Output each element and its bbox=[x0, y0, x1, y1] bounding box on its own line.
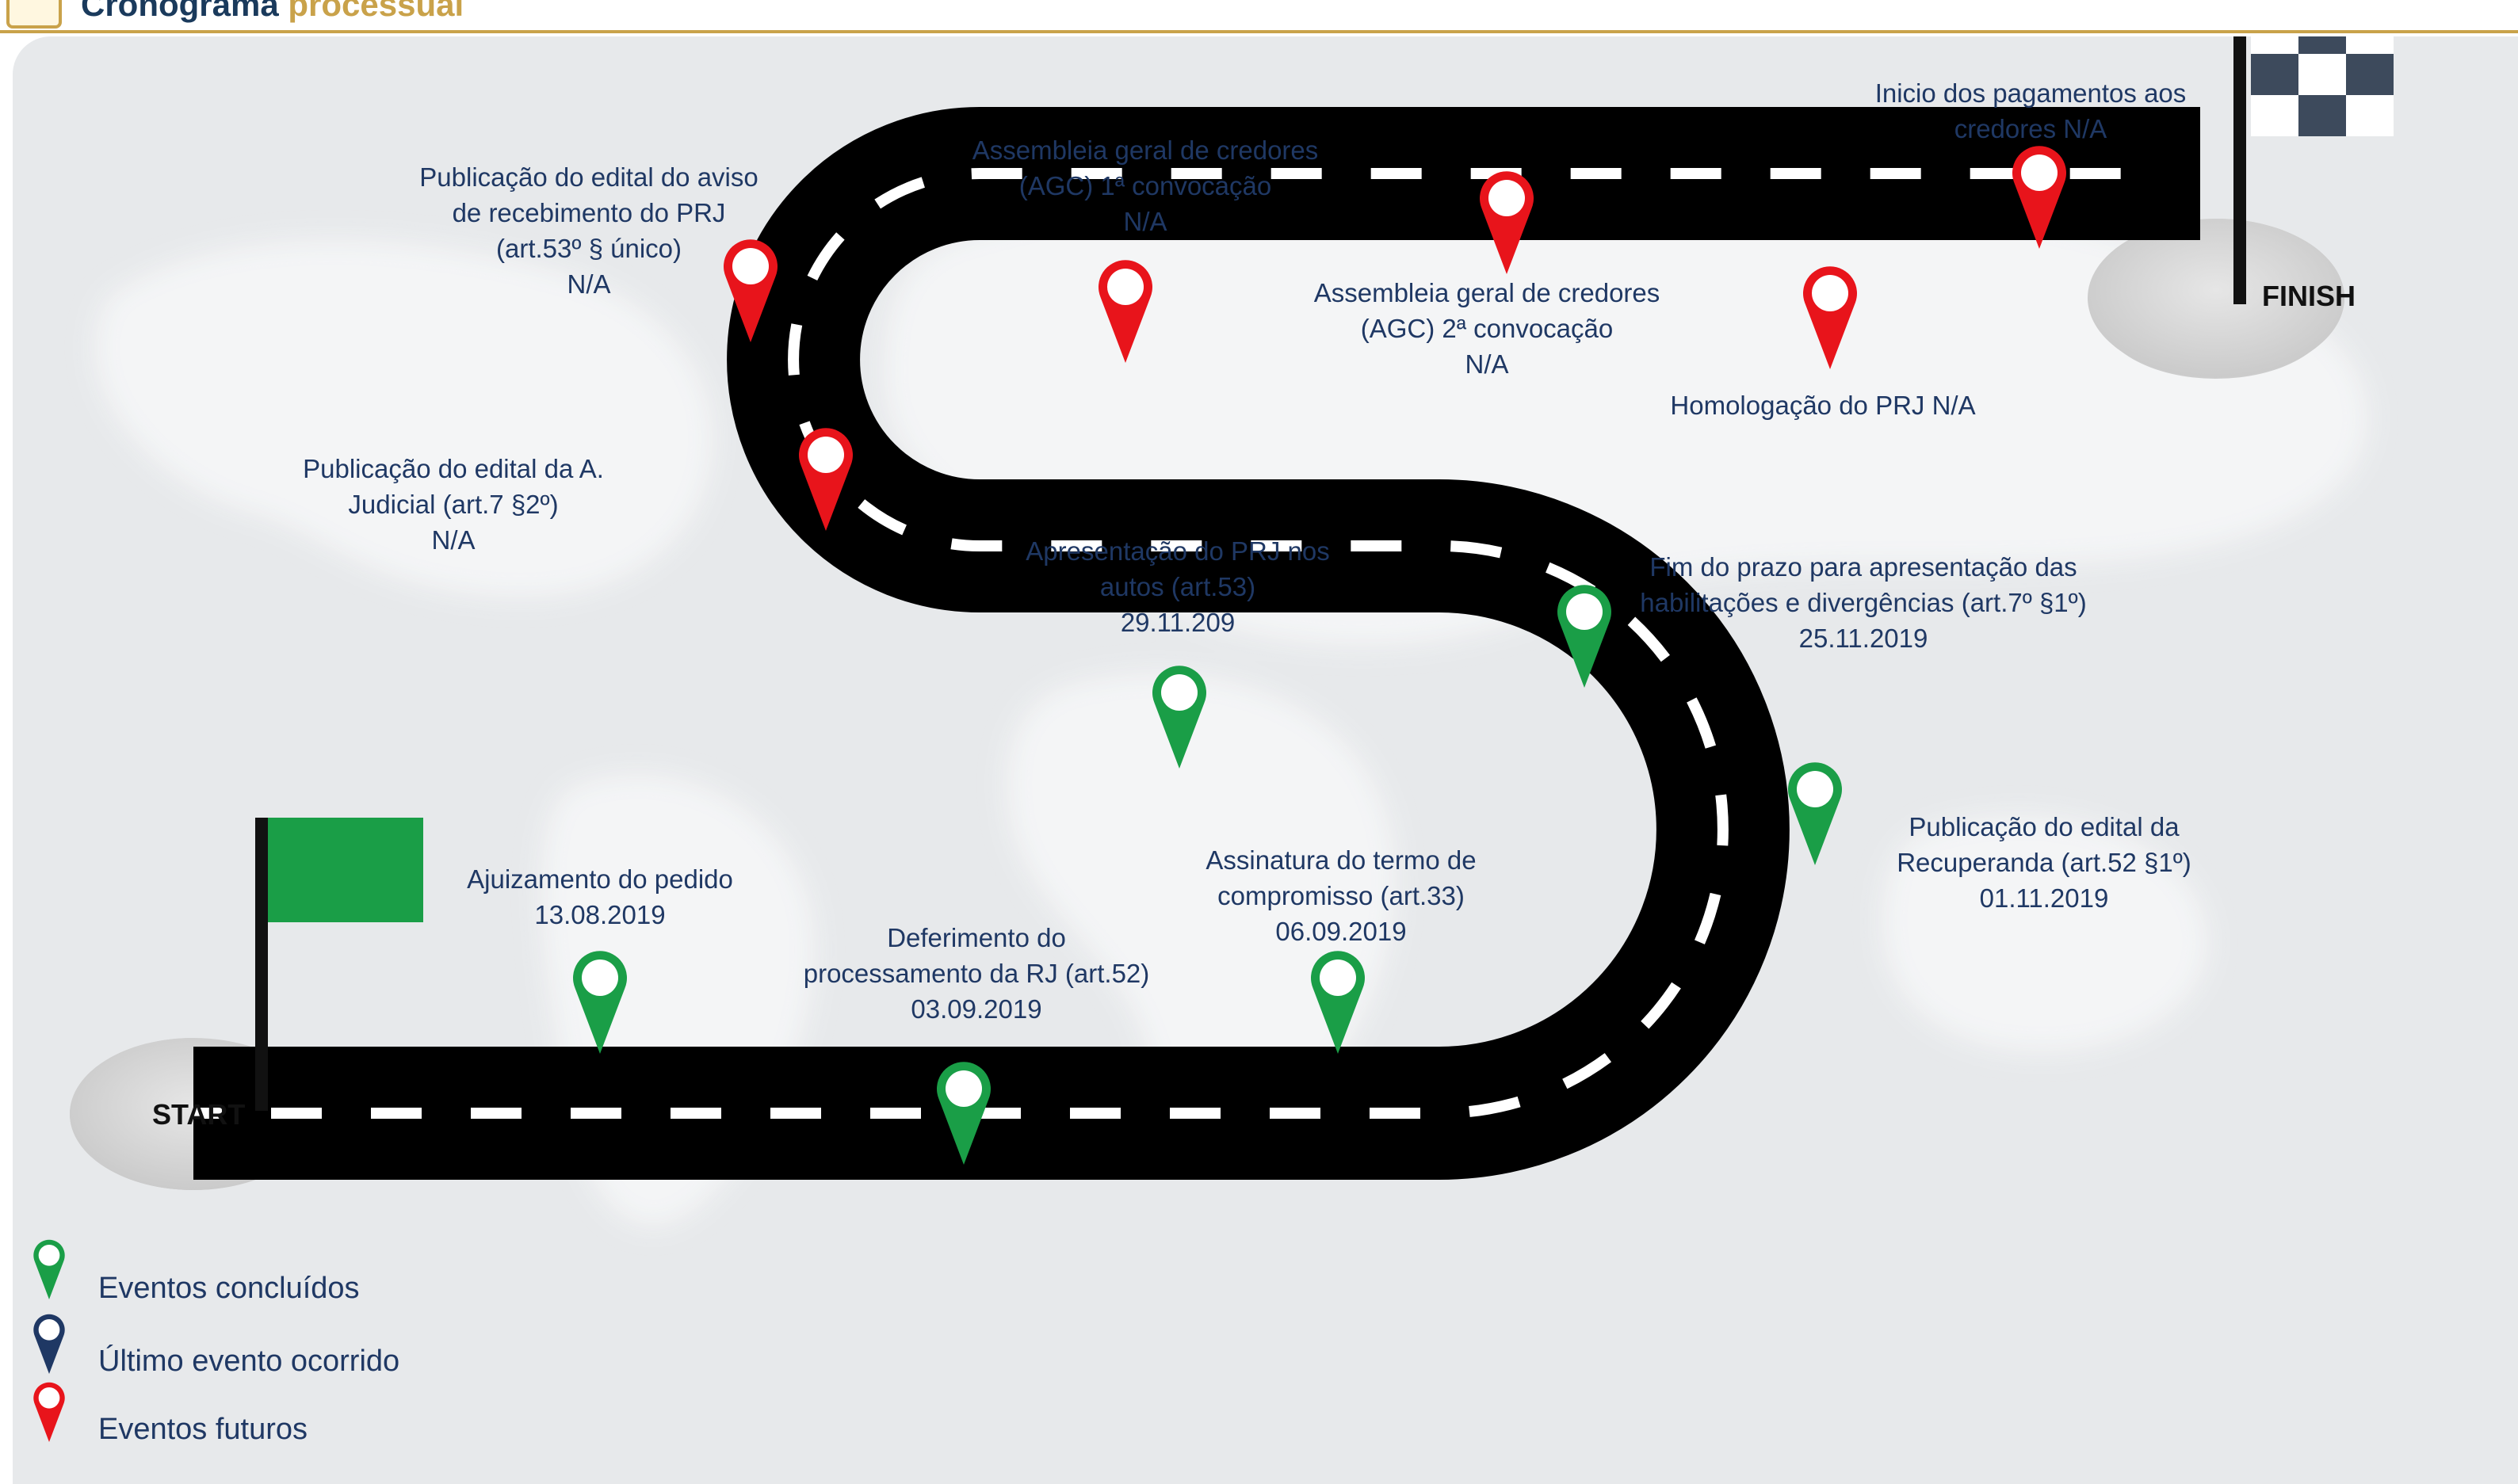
start-label: START bbox=[152, 1098, 245, 1131]
start-flag-pole bbox=[255, 818, 268, 1111]
map-pin-done-icon bbox=[573, 951, 627, 1054]
legend-label-done: Eventos concluídos bbox=[98, 1271, 360, 1305]
map-pin-future-icon bbox=[1099, 260, 1153, 363]
event-label-homologacao: Homologação do PRJ N/A bbox=[1670, 391, 1976, 420]
map-pin-future-icon bbox=[2012, 146, 2067, 249]
map-pin-future-icon bbox=[724, 239, 778, 342]
finish-label: FINISH bbox=[2262, 280, 2356, 312]
legend-pin-last-icon bbox=[33, 1314, 65, 1374]
map-pin-future-icon bbox=[1480, 171, 1534, 274]
event-label-edital-judicial: Publicação do edital da A.Judicial (art.… bbox=[303, 454, 604, 555]
event-label-agc-2: Assembleia geral de credores(AGC) 2ª con… bbox=[1313, 278, 1660, 379]
event-label-agc-1: Assembleia geral de credores(AGC) 1ª con… bbox=[972, 135, 1319, 236]
page-title: Cronograma processual bbox=[81, 0, 464, 24]
map-pin-done-icon bbox=[1310, 951, 1365, 1054]
header: Cronograma processual bbox=[0, 0, 2518, 35]
map-pin-done-icon bbox=[1557, 585, 1611, 688]
timeline-icon bbox=[6, 0, 62, 29]
legend-markers bbox=[33, 1239, 65, 1442]
legend-item-future: Eventos futuros bbox=[49, 1406, 308, 1453]
map-pin-done-icon bbox=[1152, 666, 1207, 769]
map-pin-future-icon bbox=[1802, 266, 1857, 369]
finish-flag bbox=[2251, 36, 2394, 136]
event-markers bbox=[573, 146, 2067, 1165]
page-title-accent: processual bbox=[288, 0, 464, 23]
map-pin-done-icon bbox=[1788, 762, 1842, 865]
roadmap-diagram: START FINISH bbox=[33, 36, 2394, 1442]
legend-item-done: Eventos concluídos bbox=[49, 1265, 360, 1312]
header-divider bbox=[0, 30, 2518, 33]
legend-item-last: Último evento ocorrido bbox=[49, 1337, 399, 1385]
map-pin-done-icon bbox=[937, 1062, 992, 1165]
legend-pin-future-icon bbox=[33, 1382, 65, 1442]
start-flag bbox=[268, 818, 423, 922]
finish-flag-pole bbox=[2233, 36, 2246, 304]
legend-pin-done-icon bbox=[33, 1239, 65, 1299]
legend-label-last: Último evento ocorrido bbox=[98, 1344, 400, 1378]
road-dashes bbox=[171, 168, 2153, 1119]
page-title-main: Cronograma bbox=[81, 0, 279, 23]
legend-label-future: Eventos futuros bbox=[98, 1412, 308, 1446]
map-pin-future-icon bbox=[799, 428, 853, 531]
